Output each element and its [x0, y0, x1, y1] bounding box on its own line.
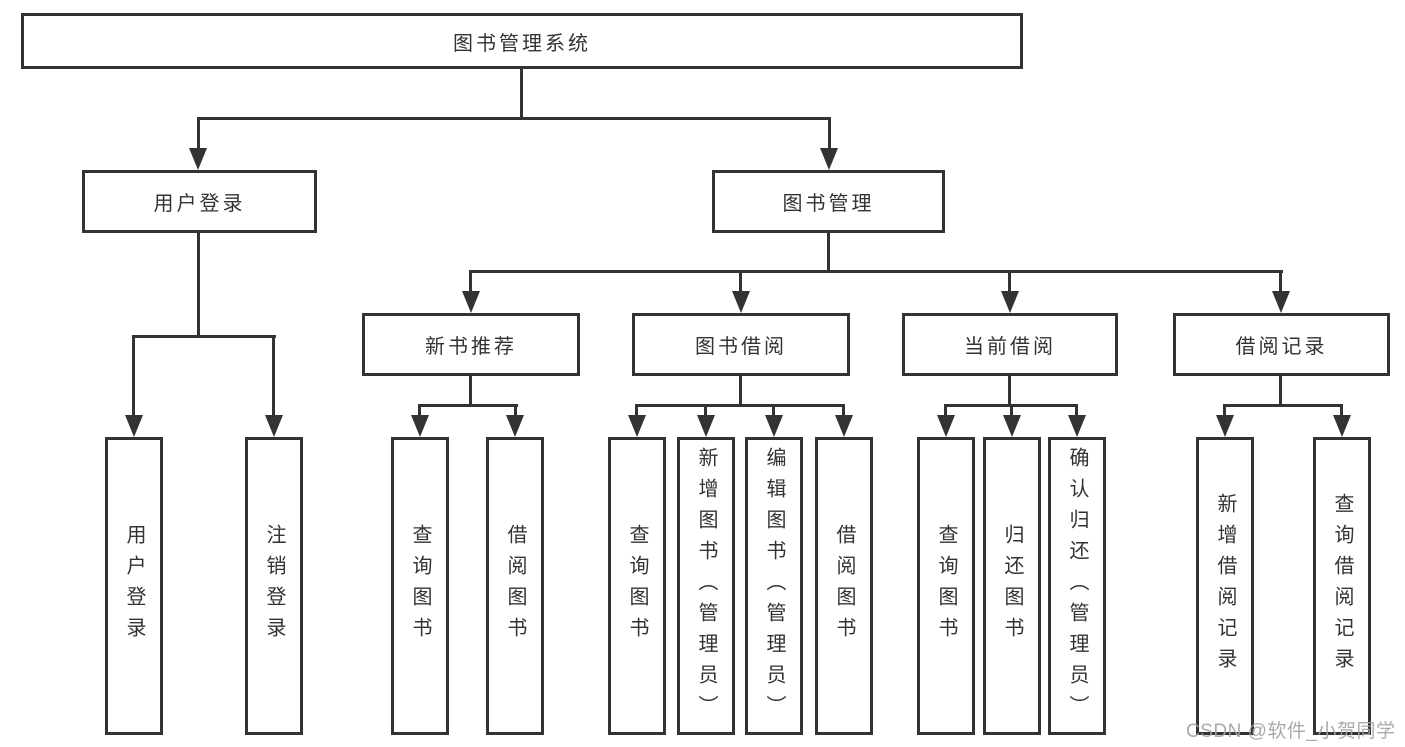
connector-book-mgmt-split — [469, 270, 1283, 273]
node-leaf-return-book: 归还图书 — [983, 437, 1041, 735]
connector-leaf — [418, 404, 421, 419]
connector-to-leaf-login — [132, 335, 135, 417]
connector-borrow-records-stem — [1279, 376, 1282, 407]
node-leaf-query-books-2: 查询图书 — [608, 437, 666, 735]
node-leaf-query-books-3: 查询图书 — [917, 437, 975, 735]
connector-new-book-stem — [469, 376, 472, 407]
arrow-down-icon — [125, 415, 143, 437]
arrow-down-icon — [1333, 415, 1351, 437]
connector-new-book-split — [418, 404, 518, 407]
connector-root-stem — [520, 69, 523, 120]
node-leaf-user-login: 用户登录 — [105, 437, 163, 735]
node-root-label: 图书管理系统 — [453, 32, 591, 55]
node-leaf-confirm-return-admin-label: 确认归还（管理员） — [1066, 446, 1088, 726]
node-leaf-query-books-2-label: 查询图书 — [626, 524, 648, 648]
node-leaf-add-borrow-record-label: 新增借阅记录 — [1214, 493, 1236, 679]
arrow-down-icon — [189, 148, 207, 170]
node-book-mgmt: 图书管理 — [712, 170, 945, 233]
connector-leaf — [944, 404, 947, 419]
node-book-borrow-label: 图书借阅 — [695, 336, 787, 358]
connector-root-split — [197, 117, 831, 120]
node-leaf-user-login-label: 用户登录 — [123, 524, 145, 648]
node-leaf-query-books-1: 查询图书 — [391, 437, 449, 735]
arrow-down-icon — [462, 291, 480, 313]
node-leaf-add-borrow-record: 新增借阅记录 — [1196, 437, 1254, 735]
connector-current-borrow-stem — [1008, 376, 1011, 407]
node-leaf-query-books-1-label: 查询图书 — [409, 524, 431, 648]
arrow-down-icon — [628, 415, 646, 437]
node-book-mgmt-label: 图书管理 — [782, 193, 875, 215]
arrow-down-icon — [697, 415, 715, 437]
connector-borrow-records-split — [1223, 404, 1343, 407]
node-root: 图书管理系统 — [21, 13, 1023, 69]
connector-book-borrow-split — [635, 404, 845, 407]
connector-to-new-book — [469, 270, 472, 293]
node-leaf-add-book-admin: 新增图书（管理员） — [677, 437, 735, 735]
connector-leaf — [772, 404, 775, 419]
connector-leaf — [635, 404, 638, 419]
connector-book-borrow-stem — [739, 376, 742, 407]
connector-user-login-stem — [197, 233, 200, 338]
arrow-down-icon — [265, 415, 283, 437]
connector-leaf — [1340, 404, 1343, 419]
arrow-down-icon — [506, 415, 524, 437]
arrow-down-icon — [732, 291, 750, 313]
connector-leaf — [514, 404, 517, 419]
arrow-down-icon — [1272, 291, 1290, 313]
node-leaf-query-books-3-label: 查询图书 — [935, 524, 957, 648]
arrow-down-icon — [411, 415, 429, 437]
node-leaf-edit-book-admin-label: 编辑图书（管理员） — [763, 446, 785, 726]
node-leaf-borrow-books-1-label: 借阅图书 — [504, 524, 526, 648]
node-user-login: 用户登录 — [82, 170, 317, 233]
arrow-down-icon — [1216, 415, 1234, 437]
node-new-book-rec: 新书推荐 — [362, 313, 580, 376]
connector-leaf — [1223, 404, 1226, 419]
node-current-borrow: 当前借阅 — [902, 313, 1118, 376]
node-borrow-records: 借阅记录 — [1173, 313, 1390, 376]
node-leaf-borrow-books-2-label: 借阅图书 — [833, 524, 855, 648]
connector-to-book-borrow — [739, 270, 742, 293]
node-leaf-query-borrow-record: 查询借阅记录 — [1313, 437, 1371, 735]
connector-to-borrow-records — [1279, 270, 1282, 293]
arrow-down-icon — [1001, 291, 1019, 313]
connector-leaf — [704, 404, 707, 419]
connector-leaf — [1075, 404, 1078, 419]
connector-user-login-split — [132, 335, 276, 338]
connector-leaf — [1010, 404, 1013, 419]
node-leaf-borrow-books-1: 借阅图书 — [486, 437, 544, 735]
connector-to-current-borrow — [1008, 270, 1011, 293]
connector-book-mgmt-stem — [827, 233, 830, 273]
arrow-down-icon — [937, 415, 955, 437]
node-leaf-confirm-return-admin: 确认归还（管理员） — [1048, 437, 1106, 735]
node-borrow-records-label: 借阅记录 — [1235, 336, 1328, 358]
arrow-down-icon — [1068, 415, 1086, 437]
connector-leaf — [842, 404, 845, 419]
node-leaf-add-book-admin-label: 新增图书（管理员） — [695, 446, 717, 726]
node-user-login-label: 用户登录 — [153, 193, 246, 215]
arrow-down-icon — [835, 415, 853, 437]
connector-to-leaf-logout — [272, 335, 275, 417]
arrow-down-icon — [1003, 415, 1021, 437]
arrow-down-icon — [765, 415, 783, 437]
node-current-borrow-label: 当前借阅 — [964, 336, 1056, 358]
node-leaf-logout-label: 注销登录 — [263, 524, 285, 648]
arrow-down-icon — [820, 148, 838, 170]
node-leaf-logout: 注销登录 — [245, 437, 303, 735]
node-leaf-return-book-label: 归还图书 — [1001, 524, 1023, 648]
node-book-borrow: 图书借阅 — [632, 313, 850, 376]
node-leaf-edit-book-admin: 编辑图书（管理员） — [745, 437, 803, 735]
node-new-book-rec-label: 新书推荐 — [425, 336, 517, 358]
connector-to-book-mgmt — [828, 117, 831, 151]
node-leaf-borrow-books-2: 借阅图书 — [815, 437, 873, 735]
watermark: CSDN @软件_小贺同学 — [1186, 721, 1396, 742]
connector-to-user-login — [197, 117, 200, 151]
node-leaf-query-borrow-record-label: 查询借阅记录 — [1331, 493, 1353, 679]
